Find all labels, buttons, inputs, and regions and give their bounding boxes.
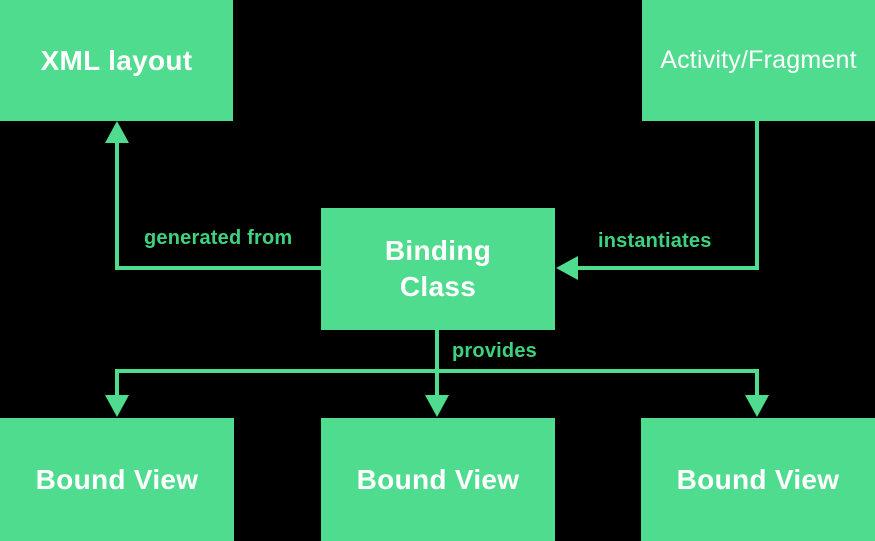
- edge-provides-drop-right: [755, 371, 759, 398]
- edge-label-instantiates: instantiates: [598, 230, 712, 252]
- node-bound-view-3: Bound View: [641, 418, 875, 541]
- edge-label-generated-from: generated from: [144, 227, 293, 249]
- edge-generated-from-vertical: [115, 141, 119, 270]
- edge-label-provides: provides: [452, 340, 537, 362]
- binding-class-line2: Class: [399, 271, 477, 302]
- node-binding-class: Binding Class: [321, 208, 555, 330]
- edge-instantiates-vertical: [755, 121, 759, 270]
- edge-provides-drop-left: [115, 371, 119, 398]
- arrowhead-left-icon: [556, 256, 578, 280]
- edge-provides-drop-middle: [435, 371, 439, 398]
- edge-generated-from-horizontal: [115, 266, 321, 270]
- arrowhead-up-icon: [105, 121, 129, 143]
- node-activity-fragment: Activity/Fragment: [642, 0, 875, 121]
- edge-provides-stem: [435, 330, 439, 373]
- arrowhead-down-right-icon: [745, 395, 769, 417]
- node-bound-view-1: Bound View: [0, 418, 234, 541]
- arrowhead-down-middle-icon: [425, 395, 449, 417]
- node-bound-view-2: Bound View: [321, 418, 555, 541]
- arrowhead-down-left-icon: [105, 395, 129, 417]
- edge-instantiates-horizontal: [575, 266, 759, 270]
- binding-class-line1: Binding: [384, 235, 492, 266]
- node-xml-layout: XML layout: [0, 0, 233, 121]
